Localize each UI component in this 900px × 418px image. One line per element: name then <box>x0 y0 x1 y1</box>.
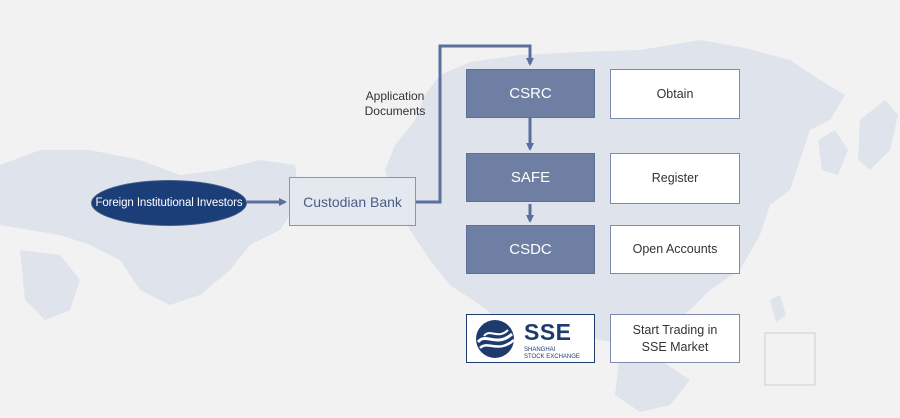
action-start-trading-line2: SSE Market <box>641 339 709 354</box>
sse-logo-sub1: SHANGHAI <box>524 347 556 353</box>
action-start-trading-line1: Start Trading in <box>632 322 718 337</box>
application-documents-line2: Documents <box>364 104 426 118</box>
action-open-accounts-label: Open Accounts <box>632 242 718 256</box>
sse-logo-sub2: STOCK EXCHANGE <box>524 354 580 360</box>
action-register-label: Register <box>651 171 699 185</box>
custodian-bank-label: Custodian Bank <box>303 193 402 210</box>
action-obtain-label: Obtain <box>656 86 694 101</box>
application-documents-line1: Application <box>365 89 425 103</box>
action-obtain-box: Obtain <box>610 69 740 119</box>
sse-logo-text: SSE <box>524 319 572 345</box>
application-documents-label: Application Documents <box>356 89 434 119</box>
custodian-bank-node: Custodian Bank <box>289 177 416 226</box>
foreign-investors-label: Foreign Institutional Investors <box>95 197 243 209</box>
agency-csrc-node: CSRC <box>466 69 595 118</box>
sse-emblem-icon <box>476 320 515 358</box>
action-open-accounts-box: Open Accounts <box>610 225 740 274</box>
action-start-trading-box: Start Trading in SSE Market <box>610 314 740 363</box>
agency-safe-label: SAFE <box>510 169 551 186</box>
agency-csdc-node: CSDC <box>466 225 595 274</box>
agency-csdc-label: CSDC <box>509 241 552 258</box>
agency-safe-node: SAFE <box>466 153 595 202</box>
arrow-bank-to-csrc <box>416 44 534 204</box>
sse-logo-box: SSE SHANGHAI STOCK EXCHANGE <box>466 314 595 363</box>
foreign-investors-node: Foreign Institutional Investors <box>91 180 247 226</box>
agency-csrc-label: CSRC <box>509 85 552 102</box>
action-register-box: Register <box>610 153 740 204</box>
